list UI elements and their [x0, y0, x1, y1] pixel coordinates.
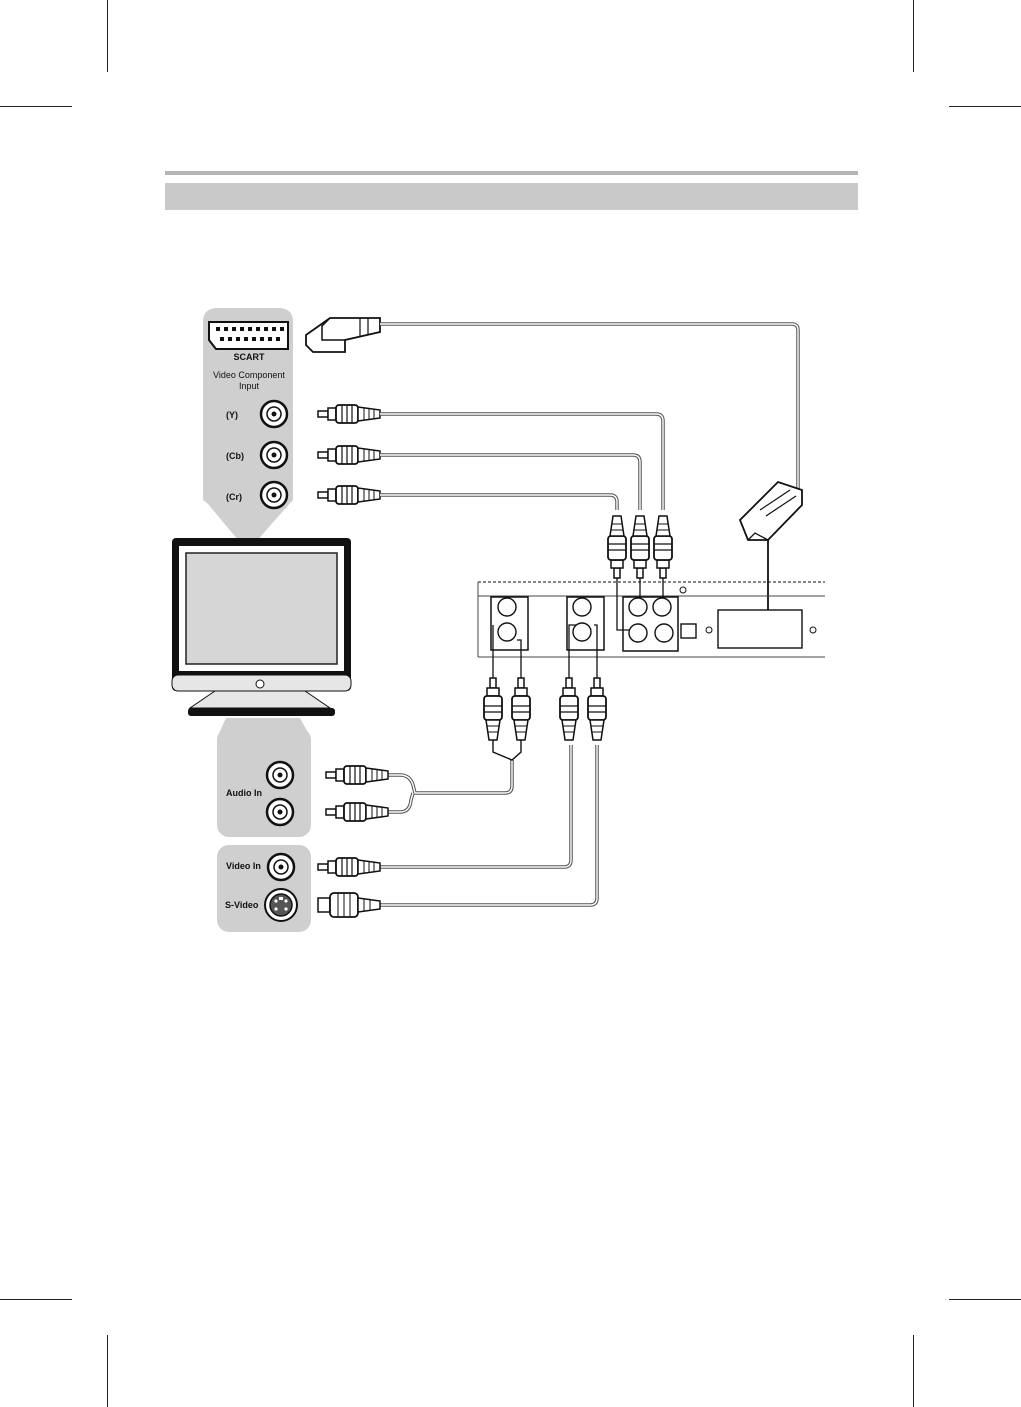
audio-dvd-right-plug-icon: [512, 678, 530, 740]
header-band: [165, 183, 858, 210]
y-cable-plug-icon: [317, 404, 381, 424]
cr-cable-plug-icon: [317, 485, 381, 505]
video-in-label: Video In: [226, 861, 261, 871]
svideo-jack-icon: [264, 888, 298, 922]
cr-jack-icon: [259, 480, 289, 510]
header-rule: [165, 171, 858, 175]
crop-mark: [0, 106, 72, 107]
crop-mark: [949, 106, 1021, 107]
cables: [380, 322, 800, 510]
television-icon: [171, 538, 352, 716]
crop-mark: [913, 0, 914, 72]
audio-right-plug-icon: [325, 802, 389, 822]
crop-mark: [107, 0, 108, 72]
tv-input-panel-audio: [217, 718, 311, 837]
scart-socket: [208, 321, 289, 350]
scart-dvd-plug-icon: [738, 480, 803, 628]
scart-label: SCART: [234, 352, 266, 362]
svideo-plug-icon: [317, 892, 381, 918]
cr-dvd-plug-icon: [607, 515, 627, 579]
svideo-dvd-plug-icon: [588, 678, 606, 740]
y-jack-icon: [259, 399, 289, 429]
crop-mark: [107, 1335, 108, 1407]
tv-input-panel-video: [217, 845, 311, 932]
crop-mark: [913, 1335, 914, 1407]
scart-plug-icon: [305, 317, 381, 353]
y-label: (Y): [226, 410, 238, 420]
video-in-jack-icon: [266, 852, 296, 882]
audio-in-label: Audio In: [226, 788, 262, 798]
component-title-line2: Input: [239, 381, 260, 391]
component-title-line1: Video Component: [213, 370, 285, 380]
dvd-rear-panel: [477, 581, 825, 658]
y-dvd-plug-icon: [653, 515, 673, 579]
cb-cable-plug-icon: [317, 445, 381, 465]
audio-dvd-left-plug-icon: [484, 678, 502, 740]
cb-jack-icon: [259, 440, 289, 470]
crop-mark: [949, 1299, 1021, 1300]
audio-left-plug-icon: [325, 765, 389, 785]
cb-dvd-plug-icon: [630, 515, 650, 579]
crop-mark: [0, 1299, 72, 1300]
audio-in-right-jack-icon: [265, 797, 295, 827]
cb-label: (Cb): [226, 451, 244, 461]
cr-label: (Cr): [226, 492, 242, 502]
svideo-label: S-Video: [225, 900, 259, 910]
video-dvd-plug-icon: [560, 678, 578, 740]
audio-in-left-jack-icon: [265, 760, 295, 790]
video-plug-icon: [317, 857, 381, 877]
